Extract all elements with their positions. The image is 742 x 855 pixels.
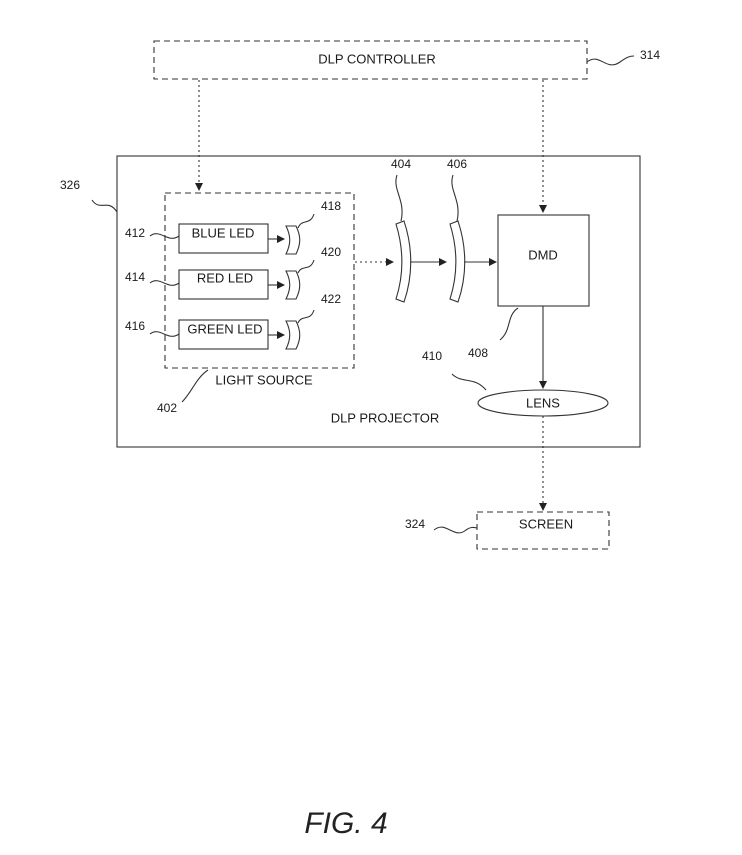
ref-402-leader: 402 (157, 369, 209, 415)
ref-412: 412 (125, 226, 145, 240)
ref-408: 408 (468, 346, 488, 360)
red-led-lens-icon (285, 270, 301, 300)
dmd-block: DMD (497, 214, 590, 307)
screen-block: SCREEN (476, 511, 610, 550)
blue-led-lens-icon (285, 225, 301, 255)
ref-408-leader: 408 (468, 307, 519, 360)
red-led-block: RED LED (178, 269, 269, 300)
light-source-label: LIGHT SOURCE (215, 372, 313, 387)
light-source-block: LIGHT SOURCE (164, 192, 355, 387)
ref-414-leader: 414 (125, 270, 180, 286)
ref-420: 420 (321, 245, 341, 259)
ref-404-leader: 404 (391, 157, 411, 222)
red-led-label: RED LED (197, 270, 253, 285)
ref-410-leader: 410 (422, 349, 487, 391)
blue-led-label: BLUE LED (192, 225, 255, 240)
ref-326-leader: 326 (60, 178, 118, 213)
dlp-controller-block: DLP CONTROLLER (153, 40, 588, 80)
ref-422-leader: 422 (297, 292, 341, 324)
lens-label: LENS (526, 395, 560, 410)
ref-420-leader: 420 (297, 245, 341, 274)
ref-410: 410 (422, 349, 442, 363)
ref-402: 402 (157, 401, 177, 415)
ref-416-leader: 416 (125, 319, 180, 337)
figure-caption: FIG. 4 (304, 807, 387, 840)
green-led-label: GREEN LED (187, 321, 262, 336)
lens-406-icon (449, 220, 466, 303)
ref-416: 416 (125, 319, 145, 333)
ref-326: 326 (60, 178, 80, 192)
screen-label: SCREEN (519, 516, 573, 531)
dlp-projector-block: DLP PROJECTOR (116, 155, 641, 448)
dlp-controller-label: DLP CONTROLLER (318, 51, 436, 66)
ref-324-leader: 324 (405, 517, 478, 534)
ref-404: 404 (391, 157, 411, 171)
ref-314-leader: 314 (586, 48, 660, 66)
lens-404-icon (395, 220, 412, 303)
ref-414: 414 (125, 270, 145, 284)
ref-418-leader: 418 (297, 199, 341, 229)
ref-324: 324 (405, 517, 425, 531)
dmd-label: DMD (528, 247, 558, 262)
green-led-lens-icon (285, 320, 301, 350)
ref-412-leader: 412 (125, 226, 180, 240)
blue-led-block: BLUE LED (178, 223, 269, 254)
dlp-projector-label: DLP PROJECTOR (331, 410, 440, 425)
lens-block: LENS (477, 389, 609, 417)
ref-406: 406 (447, 157, 467, 171)
ref-314: 314 (640, 48, 660, 62)
green-led-block: GREEN LED (178, 319, 269, 350)
ref-406-leader: 406 (447, 157, 467, 222)
ref-422: 422 (321, 292, 341, 306)
ref-418: 418 (321, 199, 341, 213)
